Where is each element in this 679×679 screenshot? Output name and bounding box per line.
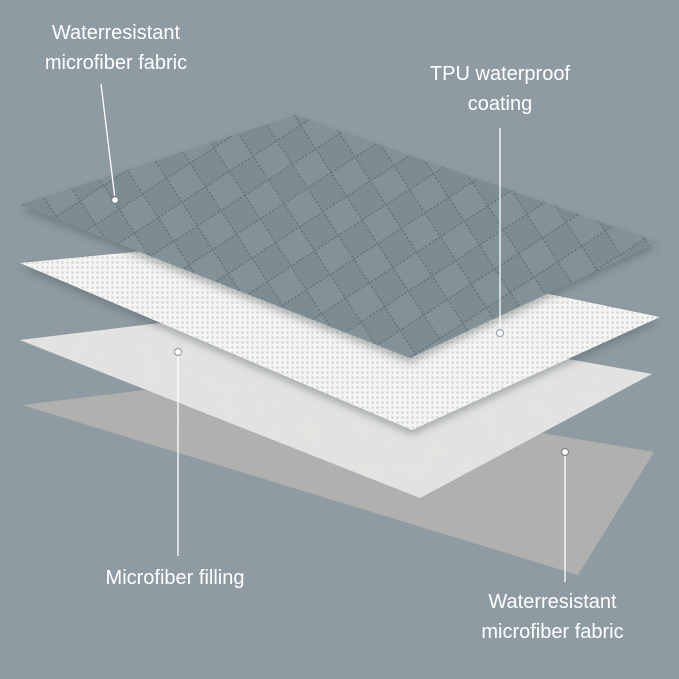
leader-lines: [100, 83, 566, 582]
label-top-fabric: Waterresistant microfiber fabric: [16, 18, 216, 78]
label-line: Waterresistant: [51, 22, 181, 44]
leader-markers: [110, 195, 570, 457]
label-line: microfiber fabric: [44, 52, 188, 74]
label-line: Microfiber filling: [105, 567, 245, 589]
marker-bottom-fabric: [560, 447, 570, 457]
label-line: Waterresistant: [488, 591, 617, 613]
label-filling: Microfiber filling: [80, 563, 270, 593]
marker-tpu-coating: [495, 328, 505, 338]
marker-top-fabric: [110, 195, 120, 205]
label-line: TPU waterproof: [429, 63, 571, 85]
marker-filling: [173, 347, 183, 357]
label-line: microfiber fabric: [481, 621, 624, 643]
label-bottom-fabric: Waterresistant microfiber fabric: [445, 587, 660, 647]
leader-line-top-fabric: [100, 83, 116, 200]
label-tpu-coating: TPU waterproof coating: [395, 59, 605, 119]
label-line: coating: [467, 93, 533, 115]
layer-top-fabric: [20, 115, 658, 358]
